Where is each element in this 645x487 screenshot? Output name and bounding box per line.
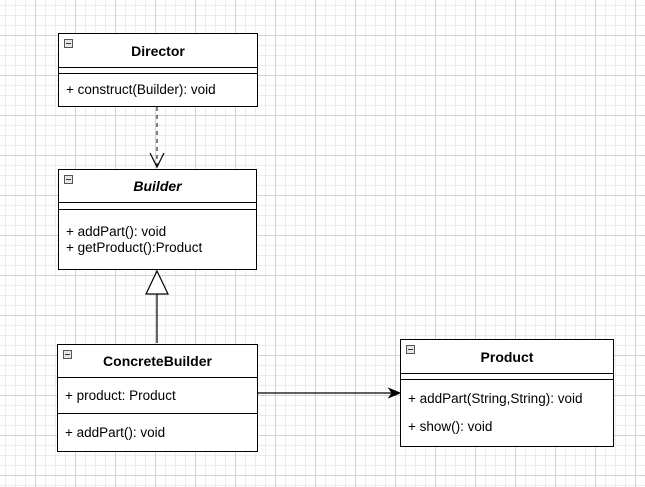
class-product-header: Product bbox=[401, 340, 613, 374]
class-builder[interactable]: Builder + addPart(): void + getProduct()… bbox=[58, 169, 257, 270]
class-builder-header: Builder bbox=[59, 170, 256, 203]
operations-compartment: + addPart(String,String): void + show():… bbox=[401, 379, 613, 446]
association-filled-arrowhead bbox=[387, 387, 402, 399]
operation-item: + construct(Builder): void bbox=[66, 82, 216, 97]
operation-item: + addPart(): void bbox=[65, 424, 166, 440]
collapse-icon[interactable] bbox=[64, 39, 73, 48]
collapse-icon[interactable] bbox=[64, 175, 73, 184]
class-director-header: Director bbox=[59, 34, 257, 68]
operations-compartment: + addPart(): void bbox=[58, 413, 257, 451]
class-director[interactable]: Director + construct(Builder): void bbox=[58, 33, 258, 107]
operation-item: + show(): void bbox=[408, 418, 493, 434]
class-name: Builder bbox=[133, 178, 182, 194]
attributes-compartment: + product: Product bbox=[58, 378, 257, 413]
class-concrete-builder-header: ConcreteBuilder bbox=[58, 345, 257, 378]
operation-item: + addPart(String,String): void bbox=[408, 391, 583, 407]
class-name: Product bbox=[480, 348, 534, 365]
generalization-hollow-triangle bbox=[145, 269, 169, 295]
class-name: Director bbox=[131, 42, 185, 59]
operation-item: + getProduct():Product bbox=[66, 239, 203, 255]
operations-compartment: + addPart(): void + getProduct():Product bbox=[59, 209, 256, 269]
class-product[interactable]: Product + addPart(String,String): void +… bbox=[400, 339, 614, 447]
dependency-open-arrowhead bbox=[149, 152, 165, 169]
operations-compartment: + construct(Builder): void bbox=[59, 73, 257, 106]
collapse-icon[interactable] bbox=[406, 345, 415, 354]
class-name: ConcreteBuilder bbox=[103, 353, 212, 369]
class-concrete-builder[interactable]: ConcreteBuilder + product: Product + add… bbox=[57, 344, 258, 452]
operation-item: + addPart(): void bbox=[66, 223, 167, 239]
attribute-item: + product: Product bbox=[65, 387, 176, 403]
collapse-icon[interactable] bbox=[63, 350, 72, 359]
